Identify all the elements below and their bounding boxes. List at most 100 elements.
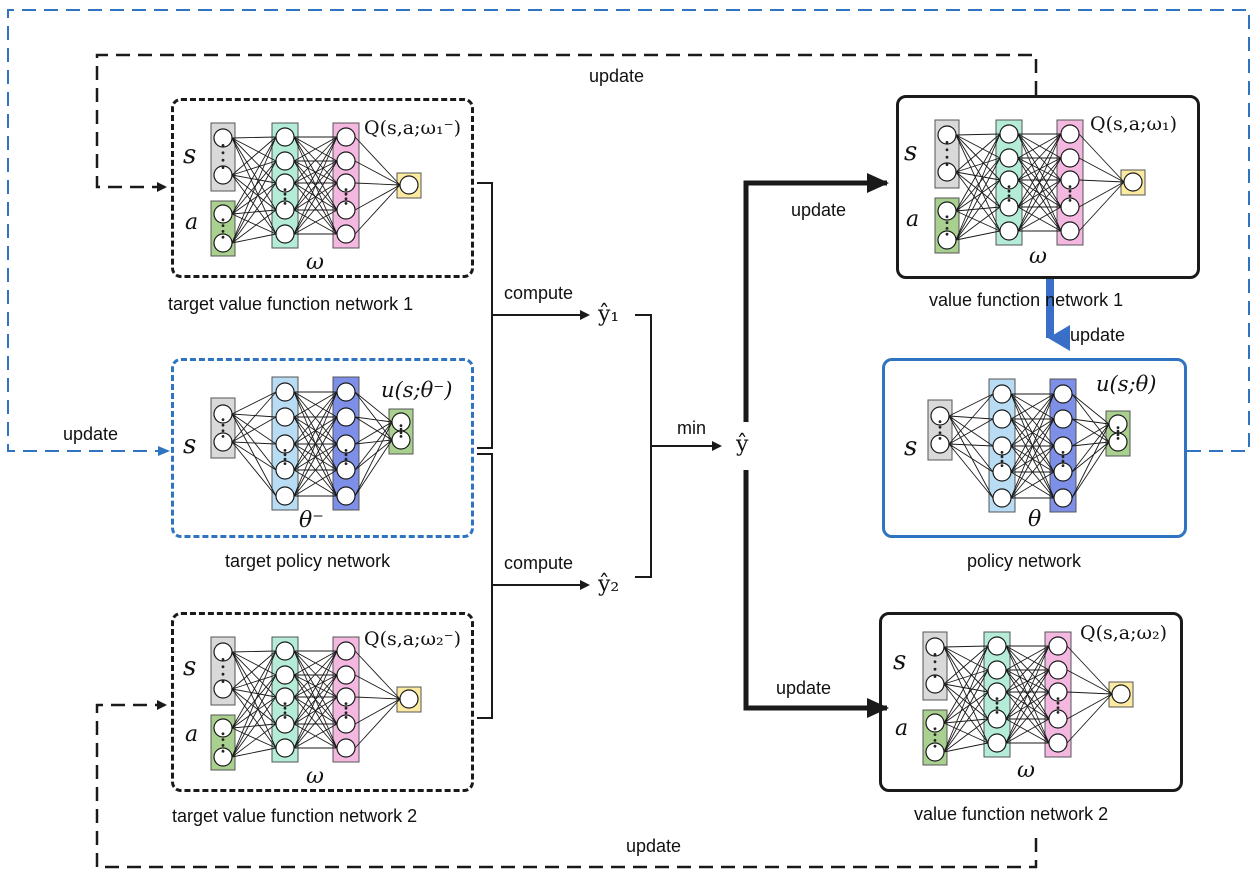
- value-network-2-box: [879, 612, 1183, 792]
- update-label-policy: update: [1070, 325, 1126, 345]
- target-policy-network-node: [336, 460, 356, 480]
- target-value-network-1-node: [275, 127, 295, 147]
- target-policy-network-node: [275, 434, 295, 454]
- target-value-network-2-node: [399, 689, 419, 709]
- value-network-1-node: [1060, 197, 1080, 217]
- value-network-2-node: [987, 682, 1007, 702]
- v2-weight-label: ω: [1017, 758, 1035, 783]
- target-policy-network-node: [213, 404, 233, 424]
- target-policy-network-node: [213, 432, 233, 452]
- value-network-1-node: [937, 125, 957, 145]
- target-policy-network-node: [275, 407, 295, 427]
- target-value-network-1-node: [336, 200, 356, 220]
- update-label-left: update: [63, 424, 119, 444]
- tv2-output-label: Q(s,a;ω₂⁻): [364, 628, 462, 650]
- v2-state-label: s: [893, 646, 907, 676]
- y2-hat: ŷ₂: [598, 572, 620, 597]
- update-loop-top: [95, 53, 1038, 192]
- value-network-2-node: [1111, 684, 1131, 704]
- value-network-1-node: [999, 197, 1019, 217]
- value-network-1-node: [1060, 124, 1080, 144]
- target-value-network-1-node: [213, 165, 233, 185]
- value-network-2-node: [987, 733, 1007, 753]
- caption-target-value-network-1: target value function network 1: [168, 294, 414, 314]
- value-network-2-node: [1048, 733, 1068, 753]
- caption-policy-network: policy network: [967, 551, 1082, 571]
- target-value-network-1-node: [213, 128, 233, 148]
- target-value-network-1-node: [399, 175, 419, 195]
- value-network-2-node: [987, 636, 1007, 656]
- value-network-1-graph: [934, 119, 1146, 254]
- target-value-network-2-node: [275, 641, 295, 661]
- target-policy-network-node: [336, 382, 356, 402]
- value-network-2-node: [1048, 660, 1068, 680]
- caption-target-value-network-2: target value function network 2: [172, 806, 418, 826]
- value-network-1-node: [937, 230, 957, 250]
- target-value-network-2-node: [275, 738, 295, 758]
- target-value-network-1-node: [336, 173, 356, 193]
- value-network-1-node: [1060, 221, 1080, 241]
- target-value-network-2-node: [275, 665, 295, 685]
- policy-network-node: [1108, 432, 1128, 452]
- v1-output-label: Q(s,a;ω₁): [1090, 113, 1178, 135]
- target-value-network-2-node: [275, 714, 295, 734]
- target-value-network-2-node: [213, 679, 233, 699]
- policy-network-node: [992, 409, 1012, 429]
- tv2-action-label: a: [185, 722, 199, 747]
- value-network-1-node: [999, 124, 1019, 144]
- min-label: min: [677, 418, 707, 438]
- target-value-network-2-node: [336, 687, 356, 707]
- update-label-bottom: update: [626, 836, 682, 856]
- target-value-network-2-node: [336, 714, 356, 734]
- value-network-2-node: [925, 742, 945, 762]
- tp-state-label: s: [183, 430, 197, 460]
- p-state-label: s: [904, 432, 918, 462]
- target-policy-network-node: [336, 486, 356, 506]
- target-value-network-1-node: [275, 151, 295, 171]
- target-policy-network-node: [336, 407, 356, 427]
- value-network-2-node: [925, 713, 945, 733]
- target-value-network-2-graph: [210, 636, 422, 771]
- value-network-2-node: [1048, 682, 1068, 702]
- target-policy-network-node: [275, 382, 295, 402]
- value-network-2-node: [987, 660, 1007, 680]
- compute-label-1: compute: [504, 283, 574, 303]
- policy-network-node: [992, 488, 1012, 508]
- update-label-value-2: update: [776, 678, 832, 698]
- value-network-2-node: [925, 674, 945, 694]
- target-value-network-2-node: [213, 747, 233, 767]
- value-network-1-node: [937, 201, 957, 221]
- tv1-output-label: Q(s,a;ω₁⁻): [364, 117, 462, 139]
- tp-output-label: u(s;θ⁻): [381, 378, 453, 402]
- target-policy-network-node: [275, 460, 295, 480]
- target-value-network-2-node: [336, 641, 356, 661]
- target-value-network-1-node: [336, 224, 356, 244]
- policy-network-node: [992, 436, 1012, 456]
- update-label-value-1: update: [791, 200, 847, 220]
- target-value-network-1-node: [336, 151, 356, 171]
- v2-action-label: a: [895, 716, 909, 741]
- update-loop-bottom: [95, 700, 1038, 869]
- value-network-1-node: [999, 170, 1019, 190]
- policy-network-node: [930, 406, 950, 426]
- v1-state-label: s: [904, 137, 918, 167]
- policy-network-node: [1053, 488, 1073, 508]
- target-value-network-2-node: [213, 642, 233, 662]
- value-network-1-node: [999, 148, 1019, 168]
- target-value-network-2-node: [336, 738, 356, 758]
- target-value-network-1-node: [213, 204, 233, 224]
- policy-network-node: [930, 434, 950, 454]
- caption-value-network-2: value function network 2: [914, 804, 1109, 824]
- compute-label-2: compute: [504, 553, 574, 573]
- policy-network-node: [1053, 409, 1073, 429]
- target-policy-network-node: [275, 486, 295, 506]
- target-value-network-1-node: [336, 127, 356, 147]
- target-value-network-2-node: [336, 665, 356, 685]
- update-loop-blue: [7, 9, 1250, 456]
- target-value-network-1-graph: [210, 122, 422, 257]
- policy-network-node: [992, 384, 1012, 404]
- value-network-1-node: [999, 221, 1019, 241]
